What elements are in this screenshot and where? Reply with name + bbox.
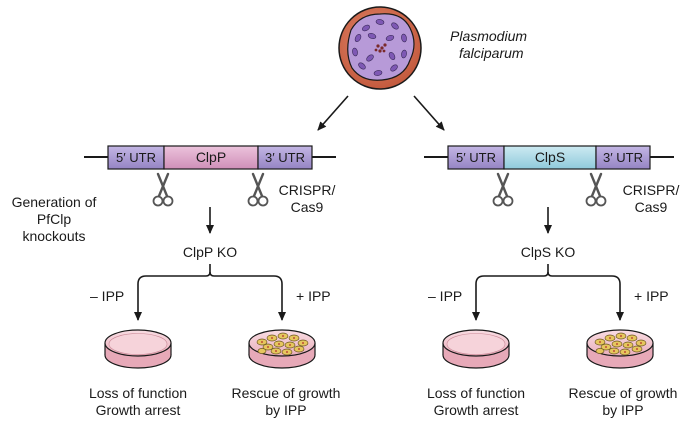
scissors-icon — [247, 172, 269, 207]
outcome-line2: by IPP — [265, 402, 307, 418]
side-label-line1: Generation of — [11, 194, 97, 210]
clpp-gene-label: ClpP — [195, 149, 227, 165]
clpp-gene-construct — [84, 145, 336, 170]
outcome-line1: Loss of function — [426, 385, 526, 401]
plus-ipp-label: + IPP — [296, 288, 331, 304]
outcome-line2: Growth arrest — [95, 402, 181, 418]
crispr-label: CRISPR/ Cas9 — [279, 182, 336, 216]
side-label-line3: knockouts — [22, 228, 86, 244]
loss-of-function-outcome: Loss of function Growth arrest — [427, 385, 525, 419]
branch-plus-ipp-arrow — [209, 271, 286, 321]
empty-petri-dish-icon — [442, 329, 510, 369]
hemozoin-pigment — [374, 43, 387, 53]
crispr-line1: CRISPR/ — [278, 182, 336, 198]
crispr-line2: Cas9 — [634, 199, 668, 215]
clps-ko-label: ClpS KO — [520, 244, 576, 260]
plus-ipp-label: + IPP — [634, 288, 669, 304]
outcome-line1: Rescue of growth — [231, 385, 341, 401]
clps-5utr-label: 5′ UTR — [456, 150, 496, 165]
branch-plus-ipp-arrow — [547, 271, 624, 321]
colony-petri-dish-icon — [586, 329, 654, 369]
organism-line2: falciparum — [459, 45, 524, 61]
arrow-to-clps — [413, 95, 445, 131]
outcome-line1: Rescue of growth — [568, 385, 678, 401]
clpp-ko-label: ClpP KO — [182, 244, 238, 260]
outcome-line2: Growth arrest — [433, 402, 519, 418]
minus-ipp-label: – IPP — [90, 288, 125, 304]
outcome-line2: by IPP — [602, 402, 644, 418]
colony-petri-dish-icon — [248, 329, 316, 369]
crispr-label: CRISPR/ Cas9 — [623, 182, 680, 216]
knockout-generation-label: Generation of PfClp knockouts — [4, 194, 104, 245]
crispr-line1: CRISPR/ — [622, 182, 680, 198]
rescue-outcome: Rescue of growth by IPP — [232, 385, 341, 419]
branch-minus-ipp-arrow — [134, 264, 211, 321]
empty-petri-dish-icon — [104, 329, 172, 369]
outcome-line1: Loss of function — [88, 385, 188, 401]
scissors-icon — [492, 172, 514, 207]
scissors-icon — [585, 172, 607, 207]
minus-ipp-label: – IPP — [428, 288, 463, 304]
clpp-3utr-label: 3′ UTR — [265, 150, 305, 165]
clps-gene-label: ClpS — [534, 149, 566, 165]
side-label-line2: PfClp — [36, 211, 72, 227]
organism-name: Plasmodium falciparum — [450, 28, 527, 62]
rescue-outcome: Rescue of growth by IPP — [569, 385, 678, 419]
organism-line1: Plasmodium — [450, 28, 528, 44]
arrow-to-clpp — [317, 95, 349, 131]
loss-of-function-outcome: Loss of function Growth arrest — [89, 385, 187, 419]
scissors-icon — [152, 172, 174, 207]
branch-minus-ipp-arrow — [472, 264, 549, 321]
infected-cell-icon — [338, 6, 422, 90]
clpp-5utr-label: 5′ UTR — [116, 150, 156, 165]
clps-3utr-label: 3′ UTR — [603, 150, 643, 165]
clps-gene-construct — [424, 145, 674, 170]
merozoites — [352, 19, 407, 76]
crispr-line2: Cas9 — [290, 199, 324, 215]
